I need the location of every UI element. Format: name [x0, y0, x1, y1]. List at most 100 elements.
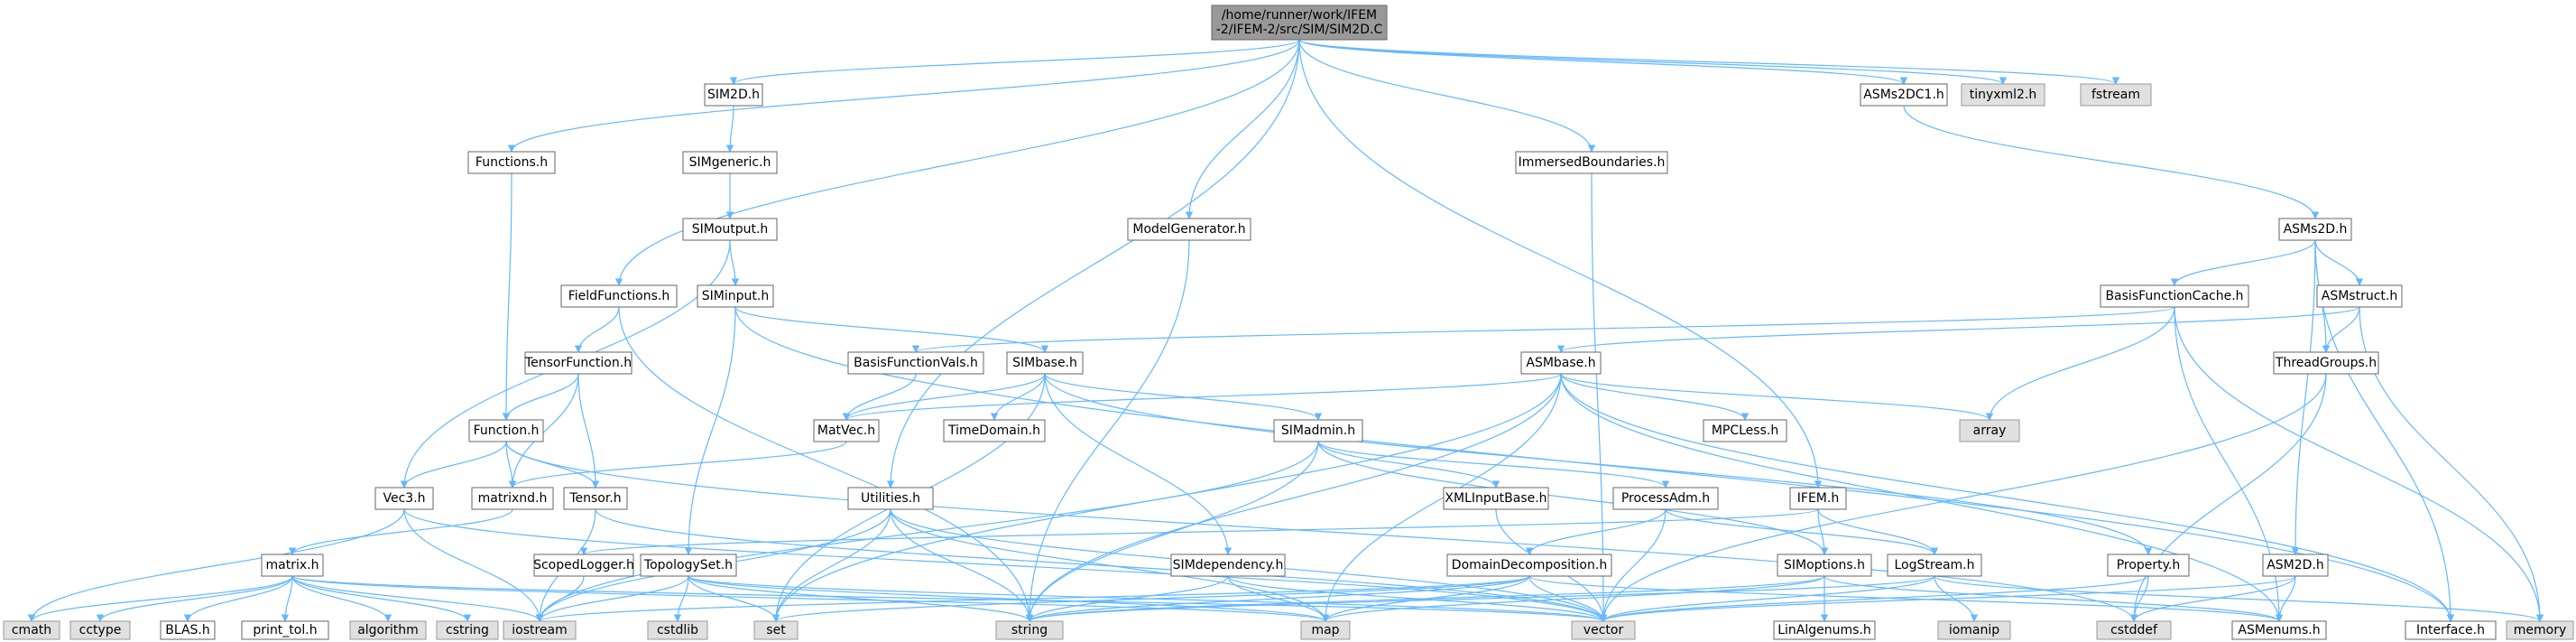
- node-box-matvec-h: [813, 419, 880, 442]
- edge-matrix-h-to-algorithm: [291, 575, 392, 622]
- node-box-simadmin-h: [1273, 419, 1363, 442]
- node-siminput-h[interactable]: SIMinput.h: [697, 284, 774, 308]
- node-simadmin-h[interactable]: SIMadmin.h: [1273, 419, 1363, 442]
- node-modelgenerator-h[interactable]: ModelGenerator.h: [1127, 218, 1251, 241]
- node-simoutput-h[interactable]: SIMoutput.h: [682, 218, 778, 241]
- edge-utilities-h-to-set: [771, 508, 891, 622]
- node-blas-h[interactable]: BLAS.h: [160, 620, 216, 640]
- edge-simadmin-h-to-xmlinputbase-h: [1317, 441, 1500, 488]
- node-label-simoutput-h: SIMoutput.h: [692, 222, 769, 237]
- node-box-property-h: [2107, 554, 2190, 577]
- edge-threadgroups-h-to-vector: [1599, 373, 2327, 622]
- node-utilities-h[interactable]: Utilities.h: [847, 487, 934, 510]
- edge-simbase-h-to-matvec-h: [842, 373, 1046, 421]
- node-root[interactable]: /home/runner/work/IFEM-2/IFEM-2/src/SIM/…: [1211, 5, 1388, 41]
- node-function-h[interactable]: Function.h: [468, 419, 544, 442]
- node-fieldfunctions-h[interactable]: FieldFunctions.h: [560, 284, 678, 308]
- node-asms2d-h[interactable]: ASMs2D.h: [2278, 218, 2352, 241]
- node-cmath: cmath: [3, 620, 60, 640]
- node-simgeneric-h[interactable]: SIMgeneric.h: [682, 151, 778, 174]
- edge-simoptions-h-to-asmenums-h: [1824, 575, 2284, 622]
- edge-simbase-h-to-property-h: [1044, 373, 2153, 555]
- node-immersedboundaries-h[interactable]: ImmersedBoundaries.h: [1515, 151, 1668, 174]
- node-box-scopedlogger-h: [533, 554, 634, 577]
- node-label-fieldfunctions-h: FieldFunctions.h: [568, 289, 669, 303]
- node-asmbase-h[interactable]: ASMbase.h: [1520, 351, 1602, 375]
- node-asmstruct-h[interactable]: ASMstruct.h: [2316, 284, 2403, 308]
- node-box-cmath: [3, 620, 60, 640]
- node-processadm-h[interactable]: ProcessAdm.h: [1612, 487, 1719, 510]
- node-box-matrixnd-h: [471, 487, 554, 510]
- edge-topologyset-h-to-map: [688, 575, 1329, 622]
- node-ifem-h[interactable]: IFEM.h: [1789, 487, 1847, 510]
- node-matrixnd-h[interactable]: matrixnd.h: [471, 487, 554, 510]
- node-asm2d-h[interactable]: ASM2D.h: [2262, 554, 2329, 577]
- node-label-timedomain-h: TimeDomain.h: [947, 423, 1040, 438]
- edge-topologyset-h-to-iostream: [535, 575, 689, 622]
- node-vector: vector: [1571, 620, 1636, 640]
- node-label-basisfunctioncache-h: BasisFunctionCache.h: [2105, 289, 2243, 303]
- node-simdependency-h[interactable]: SIMdependency.h: [1170, 554, 1286, 577]
- node-box-basisfunctionvals-h: [847, 351, 984, 375]
- node-label-simbase-h: SIMbase.h: [1012, 356, 1077, 370]
- node-box-logstream-h: [1887, 554, 1982, 577]
- node-box-simbase-h: [1006, 351, 1084, 375]
- node-timedomain-h[interactable]: TimeDomain.h: [943, 419, 1046, 442]
- node-matvec-h[interactable]: MatVec.h: [813, 419, 880, 442]
- node-box-threadgroups-h: [2273, 351, 2379, 375]
- edge-asmstruct-h-to-threadgroups-h: [2322, 306, 2360, 353]
- node-print-tol-h[interactable]: print_tol.h: [241, 620, 329, 640]
- node-matrix-h[interactable]: matrix.h: [261, 554, 324, 577]
- node-simoptions-h[interactable]: SIMoptions.h: [1777, 554, 1872, 577]
- node-label-root: -2/IFEM-2/src/SIM/SIM2D.C: [1216, 23, 1383, 37]
- node-box-asmenums-h: [2231, 620, 2327, 640]
- node-label-cstdlib: cstdlib: [657, 623, 698, 637]
- node-box-linalg-iomanip: [1937, 620, 2011, 640]
- edge-matrix-h-to-iostream: [291, 575, 544, 622]
- node-basisfunctioncache-h[interactable]: BasisFunctionCache.h: [2100, 284, 2249, 308]
- node-label-tinyxml2-h: tinyxml2.h: [1970, 88, 2037, 102]
- node-box-cstring: [436, 620, 499, 640]
- node-vec3-h[interactable]: Vec3.h: [374, 487, 434, 510]
- node-label-basisfunctionvals-h: BasisFunctionVals.h: [854, 356, 978, 370]
- edge-matvec-h-to-matrixnd-h: [508, 441, 847, 488]
- node-box-simoptions-h: [1777, 554, 1872, 577]
- node-label-root: /home/runner/work/IFEM: [1222, 8, 1377, 23]
- node-tinyxml2-h: tinyxml2.h: [1961, 83, 2045, 107]
- node-linalg-iomanip: iomanip: [1937, 620, 2011, 640]
- node-label-cctype: cctype: [79, 623, 122, 637]
- node-mpcless-h[interactable]: MPCLess.h: [1703, 419, 1787, 442]
- node-label-fstream: fstream: [2091, 88, 2140, 102]
- node-logstream-h[interactable]: LogStream.h: [1887, 554, 1982, 577]
- node-box-asms2d-h: [2278, 218, 2352, 241]
- node-property-h[interactable]: Property.h: [2107, 554, 2190, 577]
- node-linalgenums-h[interactable]: LinAlgenums.h: [1773, 620, 1876, 640]
- node-xmlinputbase-h[interactable]: XMLInputBase.h: [1443, 487, 1549, 510]
- node-sim2d-h[interactable]: SIM2D.h: [704, 83, 763, 107]
- node-box-linalgenums-h: [1773, 620, 1876, 640]
- node-box-ifem-h: [1789, 487, 1847, 510]
- node-box-string: [995, 620, 1064, 640]
- edge-asmbase-h-to-asmenums-h: [1560, 373, 2284, 622]
- node-threadgroups-h[interactable]: ThreadGroups.h: [2273, 351, 2379, 375]
- node-asms2dc1-h[interactable]: ASMs2DC1.h: [1860, 83, 1948, 107]
- edge-topologyset-h-to-cstdlib: [673, 575, 689, 622]
- node-box-siminput-h: [697, 284, 774, 308]
- node-box-utilities-h: [847, 487, 934, 510]
- node-tensorfunction-h[interactable]: TensorFunction.h: [524, 351, 632, 375]
- node-asmenums-h[interactable]: ASMenums.h: [2231, 620, 2327, 640]
- node-scopedlogger-h[interactable]: ScopedLogger.h: [533, 554, 634, 577]
- node-box-topologyset-h: [640, 554, 737, 577]
- node-label-modelgenerator-h: ModelGenerator.h: [1132, 222, 1245, 237]
- edge-asms2d-h-to-basisfunctioncache-h: [2170, 239, 2316, 286]
- node-interface-h[interactable]: Interface.h: [2405, 620, 2497, 640]
- edge-simoptions-h-to-string: [1026, 575, 1825, 622]
- node-tensor-h[interactable]: Tensor.h: [563, 487, 628, 510]
- node-simbase-h[interactable]: SIMbase.h: [1006, 351, 1084, 375]
- edge-matrix-h-to-cmath: [27, 575, 293, 622]
- node-basisfunctionvals-h[interactable]: BasisFunctionVals.h: [847, 351, 984, 375]
- node-topologyset-h[interactable]: TopologySet.h: [640, 554, 737, 577]
- edge-domaindecomposition-h-to-asmenums-h: [1528, 575, 2283, 622]
- node-functions-h[interactable]: Functions.h: [467, 151, 556, 174]
- node-domaindecomposition-h[interactable]: DomainDecomposition.h: [1446, 554, 1612, 577]
